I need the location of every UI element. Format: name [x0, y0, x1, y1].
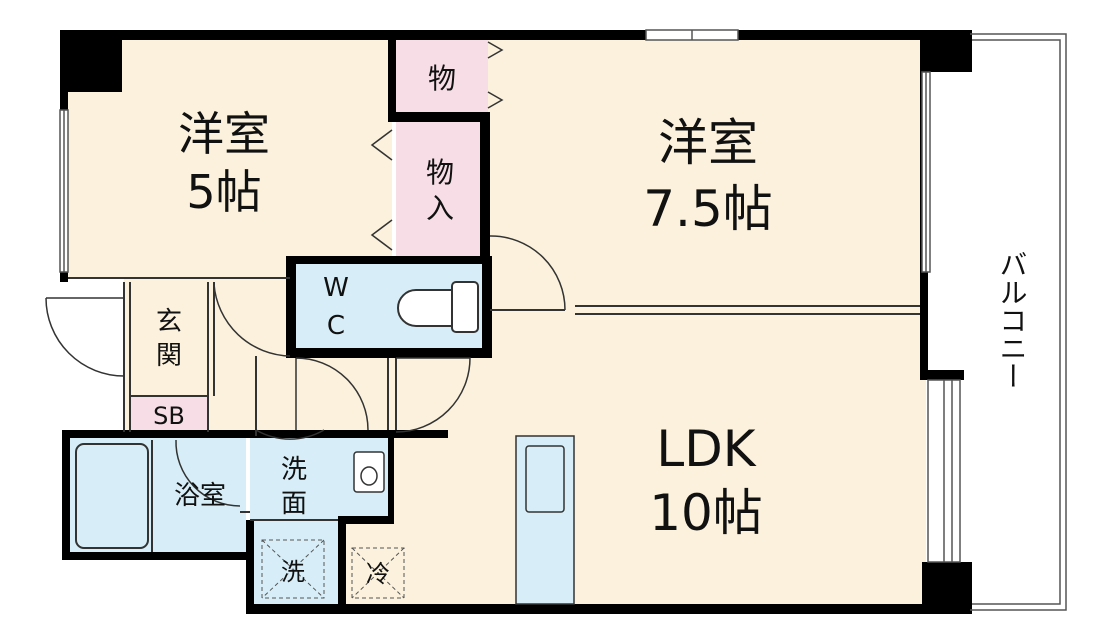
closet-top-doors [487, 41, 504, 109]
shoebox-fill [130, 396, 208, 430]
room-western-small-name: 洋室 [178, 107, 270, 161]
fixtures [75, 281, 575, 605]
closet-top-fill [396, 38, 488, 114]
kitchen-counter-icon [515, 435, 575, 605]
bath-label: 浴室 [174, 481, 226, 511]
wash-basin-icon [353, 451, 385, 493]
closet-side-doors [370, 129, 393, 251]
washer-label: 洗 [281, 558, 305, 586]
toilet-icon [397, 281, 479, 333]
room-western-small-size: 5帖 [186, 165, 261, 219]
door-hall [213, 283, 291, 362]
room-ldk-size: 10帖 [649, 484, 763, 542]
washroom-label-2: 面 [281, 489, 307, 519]
walls [60, 30, 972, 614]
door-bath [175, 439, 241, 507]
room-western-large-size: 7.5帖 [643, 180, 773, 238]
door-ldk-1 [395, 357, 471, 433]
labels: 洋室 5帖 洋室 7.5帖 LDK 10帖 物 物 入 W C 玄 関 SB 浴… [153, 62, 1028, 588]
room-ldk-name: LDK [656, 420, 756, 478]
closet-side-fill [396, 122, 484, 257]
windows [59, 29, 961, 563]
wc-label-2: C [327, 311, 345, 341]
wc-label-1: W [323, 273, 349, 303]
balcony [970, 33, 1067, 611]
balcony-label: バルコニー [996, 250, 1029, 390]
closet-top-label: 物 [428, 62, 456, 95]
closet-side-label-2: 入 [426, 192, 454, 225]
washroom-label-1: 洗 [281, 455, 307, 485]
door-wash [255, 362, 325, 440]
thin-lines [68, 277, 920, 552]
washer-space-icon [261, 539, 325, 599]
shoebox-label: SB [153, 402, 185, 430]
fridge-space-icon [351, 547, 405, 599]
entrance-label-1: 玄 [156, 307, 182, 337]
bathtub-icon [75, 443, 149, 549]
door-entrance [45, 297, 125, 377]
door-western-large [489, 235, 566, 311]
pillar-top-left [60, 30, 122, 92]
pillar-top-right [922, 30, 972, 72]
closet-side-label-1: 物 [426, 156, 454, 189]
doors [45, 41, 566, 507]
room-western-large-name: 洋室 [658, 114, 758, 172]
entrance-label-2: 関 [156, 341, 182, 371]
fridge-label: 冷 [366, 560, 390, 588]
room-western-large-fill [488, 38, 924, 310]
door-ldk-2 [295, 357, 369, 431]
